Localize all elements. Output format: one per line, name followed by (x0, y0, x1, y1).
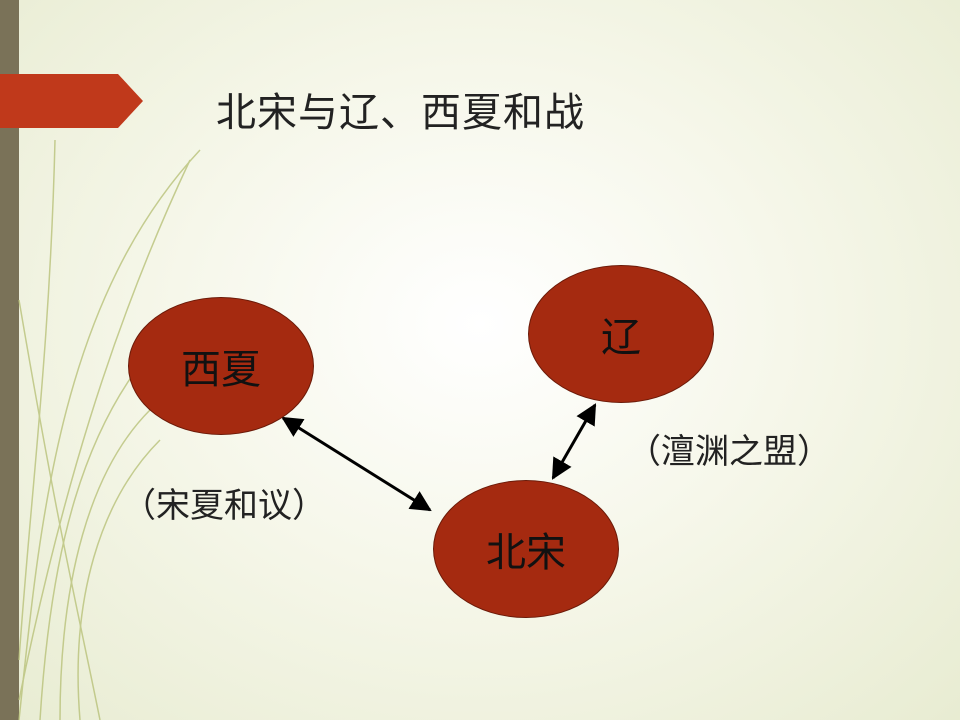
left-accent-bar (0, 0, 19, 720)
node-beisong: 北宋 (433, 480, 619, 618)
node-xixia-label: 西夏 (181, 347, 261, 393)
slide-title: 北宋与辽、西夏和战 (216, 90, 585, 136)
arrow-song-liao (551, 403, 597, 480)
title-accent-tab (0, 74, 143, 128)
arrow-song-xia (281, 416, 432, 512)
node-xixia: 西夏 (128, 297, 314, 435)
caption-song-liao: （澶渊之盟） (627, 432, 831, 472)
node-liao: 辽 (528, 265, 714, 403)
caption-song-xia: （宋夏和议） (122, 486, 326, 526)
node-beisong-label: 北宋 (486, 530, 566, 576)
node-liao-label: 辽 (601, 315, 641, 361)
